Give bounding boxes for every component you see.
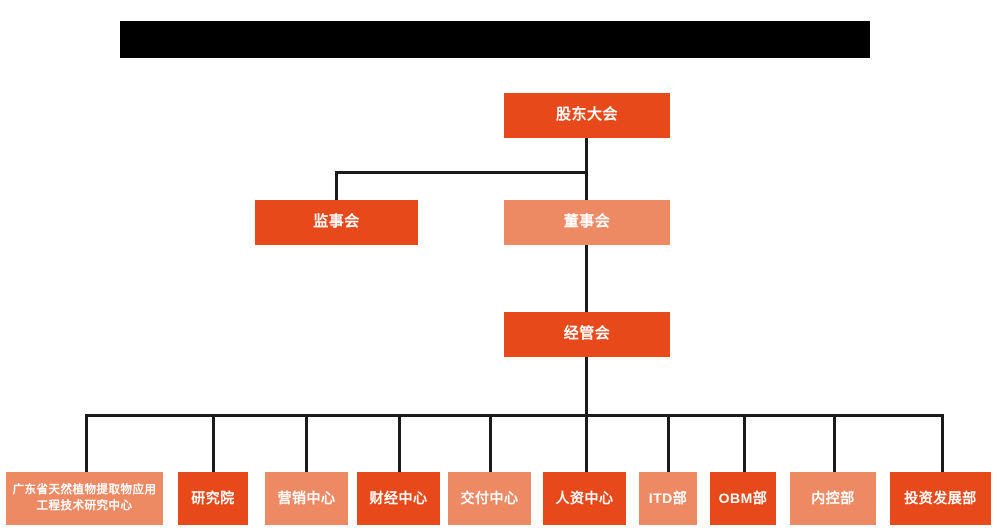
connector-drop-internal-control-department bbox=[833, 414, 836, 472]
node-investment-development-department[interactable]: 投资发展部 bbox=[890, 472, 991, 525]
node-board-of-supervisors[interactable]: 监事会 bbox=[255, 200, 418, 245]
connector-drop-hr-center bbox=[585, 414, 588, 472]
connector-drop-research-institute bbox=[212, 414, 215, 472]
node-itd-department[interactable]: ITD部 bbox=[639, 472, 697, 525]
node-delivery-center[interactable]: 交付中心 bbox=[448, 472, 531, 525]
connector-directors-drop bbox=[585, 171, 588, 201]
node-shareholders-meeting[interactable]: 股东大会 bbox=[504, 93, 670, 138]
connector-level2-bus bbox=[335, 171, 587, 174]
node-finance-center[interactable]: 财经中心 bbox=[357, 472, 440, 525]
node-research-institute[interactable]: 研究院 bbox=[178, 472, 248, 525]
node-engineering-research-center[interactable]: 广东省天然植物提取物应用工程技术研究中心 bbox=[6, 472, 163, 525]
node-internal-control-department[interactable]: 内控部 bbox=[790, 472, 876, 525]
connector-directors-to-management bbox=[585, 245, 588, 313]
connector-drop-delivery-center bbox=[489, 414, 492, 472]
connector-drop-itd-department bbox=[667, 414, 670, 472]
connector-shareholders-stem bbox=[585, 138, 588, 172]
connector-drop-marketing-center bbox=[305, 414, 308, 472]
connector-drop-obm-department bbox=[743, 414, 746, 472]
node-marketing-center[interactable]: 营销中心 bbox=[265, 472, 348, 525]
connector-drop-engineering-research-center bbox=[85, 414, 88, 472]
connector-level4-bus bbox=[85, 414, 944, 417]
connector-management-stem bbox=[585, 357, 588, 416]
node-board-of-directors[interactable]: 董事会 bbox=[504, 200, 670, 245]
connector-supervisors-drop bbox=[335, 171, 338, 201]
node-management-committee[interactable]: 经管会 bbox=[504, 312, 670, 357]
redacted-title-bar bbox=[120, 21, 870, 58]
connector-drop-finance-center bbox=[398, 414, 401, 472]
node-obm-department[interactable]: OBM部 bbox=[710, 472, 776, 525]
node-hr-center[interactable]: 人资中心 bbox=[543, 472, 626, 525]
connector-drop-investment-development-department bbox=[941, 414, 944, 472]
